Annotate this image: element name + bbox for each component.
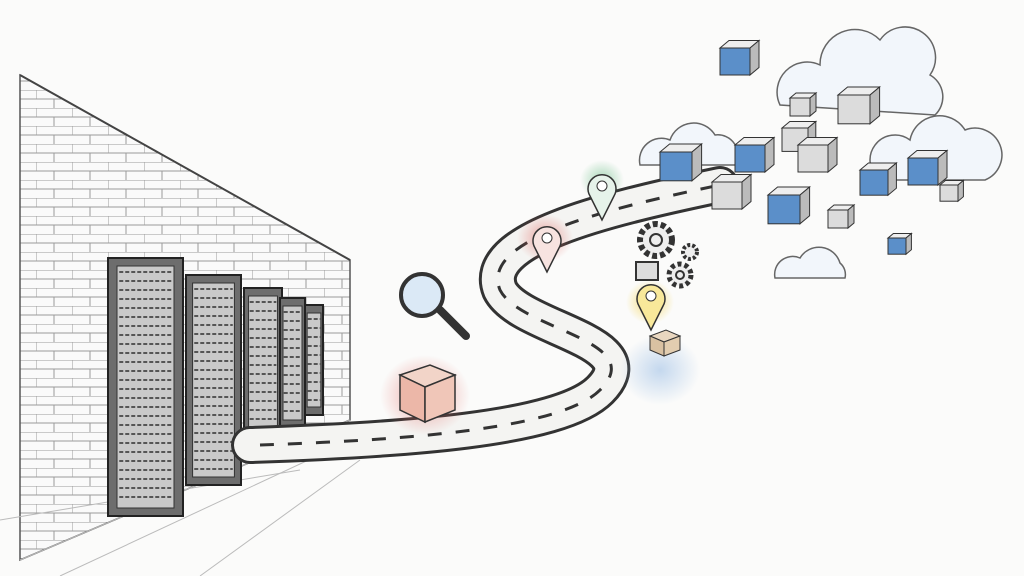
map-pin-icon <box>626 280 674 332</box>
server-box-icon <box>858 161 898 197</box>
server-rack-icon <box>107 257 184 517</box>
server-box-icon <box>886 232 913 256</box>
server-rack-icon <box>279 297 306 429</box>
server-rack-icon <box>304 304 324 416</box>
cloud-servers <box>658 39 965 256</box>
server-rack-icon <box>185 274 242 486</box>
server-box-icon <box>718 39 761 77</box>
server-box-icon <box>658 142 703 182</box>
map-pin-icon <box>580 160 624 222</box>
server-box-icon <box>788 91 818 118</box>
map-pin-icon <box>517 214 573 274</box>
server-box-icon <box>836 85 881 125</box>
server-box-icon <box>796 136 839 174</box>
server-box-icon <box>826 203 856 230</box>
gear-icon <box>635 221 699 289</box>
package-icon <box>648 329 682 357</box>
server-box-icon <box>766 185 811 225</box>
server-box-icon <box>710 173 753 211</box>
server-box-icon <box>906 149 949 187</box>
magnifier-icon <box>399 272 470 340</box>
package-icon <box>380 355 470 435</box>
server-box-icon <box>733 136 776 174</box>
server-box-icon <box>938 179 965 203</box>
